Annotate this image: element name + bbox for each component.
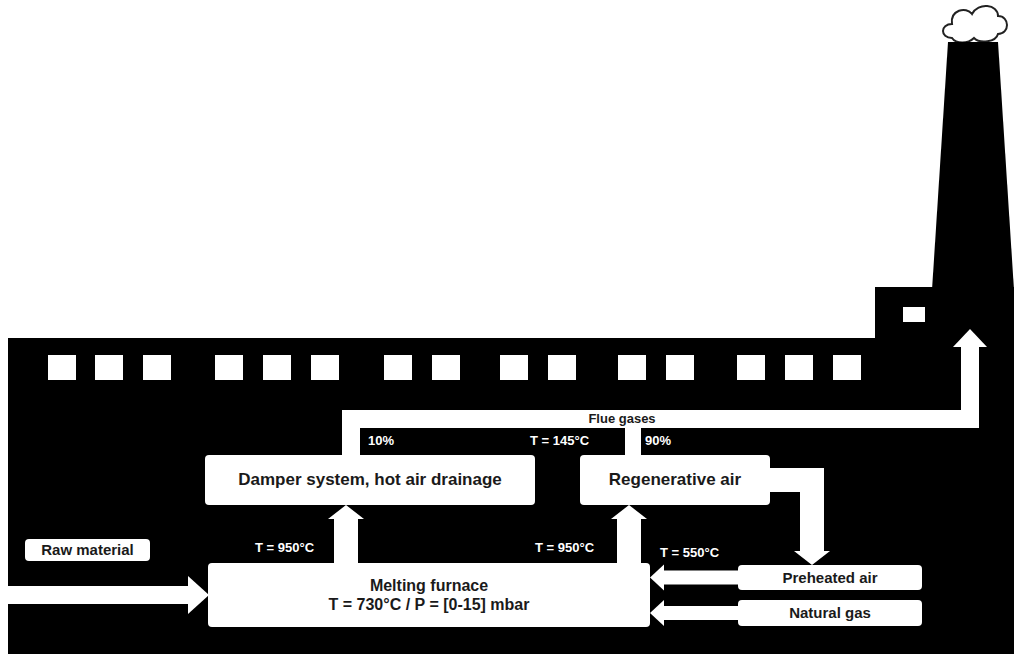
temperature-label: T = 550°C (660, 545, 719, 561)
share-label: 10% (368, 433, 394, 449)
window-row (48, 355, 861, 380)
flow-arrow (328, 505, 364, 563)
tower-window (903, 307, 925, 322)
flue-gas-duct (351, 346, 970, 456)
temperature-label: T = 950°C (255, 540, 314, 556)
share-label: 90% (645, 433, 671, 449)
temperature-label: T = 145°C (530, 433, 589, 449)
input-box: Natural gas (738, 600, 922, 626)
flow-arrow (611, 505, 647, 563)
process-box: Damper system, hot air drainage (205, 455, 535, 505)
chimney (932, 42, 1014, 290)
flow-arrow (650, 565, 738, 591)
flow-arrow (650, 600, 738, 626)
raw-material-arrow (0, 586, 189, 604)
box-title: Natural gas (789, 604, 871, 622)
smoke-cloud (943, 6, 1007, 43)
box-title: Preheated air (782, 569, 877, 587)
box-title: Melting furnace (370, 576, 488, 595)
raw-material-arrowhead (188, 576, 209, 614)
flue-arrowhead (953, 329, 987, 347)
input-box: Preheated air (738, 565, 922, 590)
box-title: Regenerative air (609, 470, 741, 490)
duct-label: Flue gases (586, 411, 657, 427)
flow-arrow (770, 480, 830, 565)
box-title: Damper system, hot air drainage (238, 470, 502, 490)
input-box: Raw material (25, 539, 150, 561)
box-title: Raw material (41, 541, 134, 559)
factory-building (8, 338, 1014, 654)
box-detail: T = 730°C / P = [0-15] mbar (329, 595, 530, 614)
process-box: Regenerative air (580, 455, 770, 505)
furnace-box: Melting furnaceT = 730°C / P = [0-15] mb… (208, 563, 650, 627)
temperature-label: T = 950°C (535, 540, 594, 556)
